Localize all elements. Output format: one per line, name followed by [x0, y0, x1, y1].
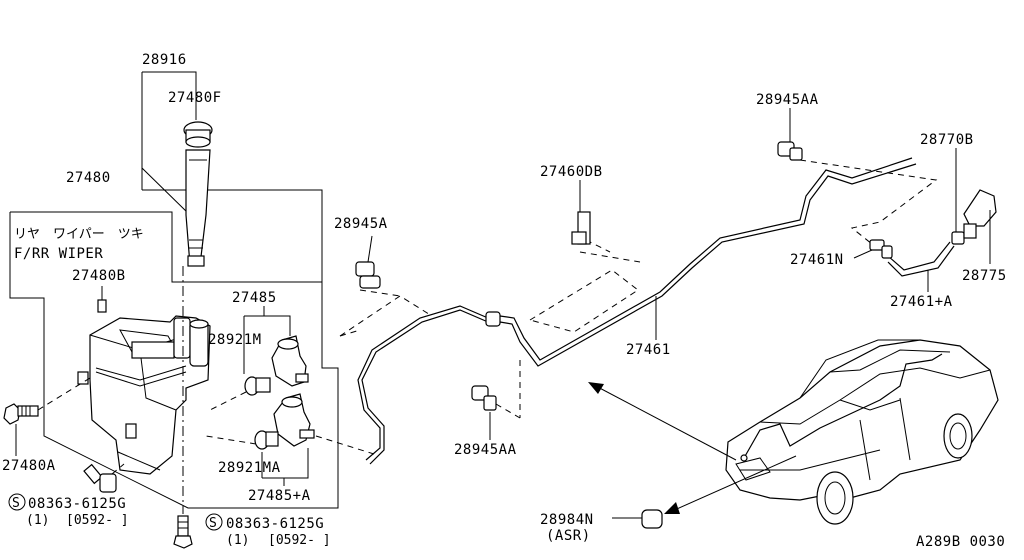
label-bolt2-date: [0592- ]	[268, 533, 331, 548]
clip-27460DB	[571, 180, 591, 245]
washer-tank-assembly	[3, 71, 375, 549]
label-27480A: 27480A	[2, 458, 56, 474]
screw-symbol-1	[8, 493, 26, 511]
label-27485A: 27485+A	[248, 488, 311, 504]
label-28770B: 28770B	[920, 132, 974, 148]
nozzle-28775	[963, 189, 997, 264]
label-28775: 28775	[962, 268, 1007, 284]
label-bolt2-qty: (1)	[226, 533, 249, 548]
bolt-08363-1	[83, 463, 125, 493]
clip-27480B	[97, 299, 107, 313]
label-bolt1-part: 08363-6125G	[28, 496, 126, 512]
label-28921MA: 28921MA	[218, 460, 281, 476]
label-27485: 27485	[232, 290, 277, 306]
screw-symbol-2-text: S	[209, 516, 217, 531]
label-27461: 27461	[626, 342, 671, 358]
label-rear-wiper-jp: リヤ ワイパー ツキ	[14, 227, 144, 242]
pump-27485	[209, 335, 309, 411]
label-frr-wiper: F/RR WIPER	[14, 246, 103, 262]
label-28921M: 28921M	[208, 332, 262, 348]
pump-27485A	[205, 393, 375, 455]
label-27461A: 27461+A	[890, 294, 953, 310]
clip-28945AA-bottom	[471, 385, 497, 440]
bolt-08363-2	[173, 266, 193, 549]
label-28984N: 28984N	[540, 512, 594, 528]
label-asr: (ASR)	[546, 528, 591, 544]
connector-27461N	[853, 239, 893, 259]
label-27461N: 27461N	[790, 252, 844, 268]
screw-symbol-1-text: S	[12, 496, 20, 511]
label-bolt2-part: 08363-6125G	[226, 516, 324, 532]
diagram-code: A289B 0030	[916, 534, 1005, 550]
grommet-28984N	[612, 509, 663, 529]
connector-28770B	[951, 148, 965, 245]
bolt-27480A	[3, 377, 91, 425]
label-27480F: 27480F	[168, 90, 222, 106]
washer-hose-routing	[339, 157, 955, 465]
label-28945AA-bottom: 28945AA	[454, 442, 517, 458]
hose-joint	[485, 311, 501, 327]
clip-28945AA-top	[777, 108, 803, 161]
group-outline	[9, 212, 339, 509]
label-27480: 27480	[66, 170, 111, 186]
label-28945AA-top: 28945AA	[756, 92, 819, 108]
label-28916: 28916	[142, 52, 187, 68]
clip-28945A	[355, 235, 381, 289]
label-27480B: 27480B	[72, 268, 126, 284]
leader-28916	[141, 72, 191, 216]
pump-housing-1	[173, 317, 191, 359]
label-28945A: 28945A	[334, 216, 388, 232]
label-27460DB: 27460DB	[540, 164, 603, 180]
car-illustration	[725, 339, 999, 525]
label-bolt1-date: [0592- ]	[66, 513, 129, 528]
direction-arrows	[588, 382, 797, 514]
screw-symbol-2	[205, 513, 223, 531]
label-bolt1-qty: (1)	[26, 513, 49, 528]
